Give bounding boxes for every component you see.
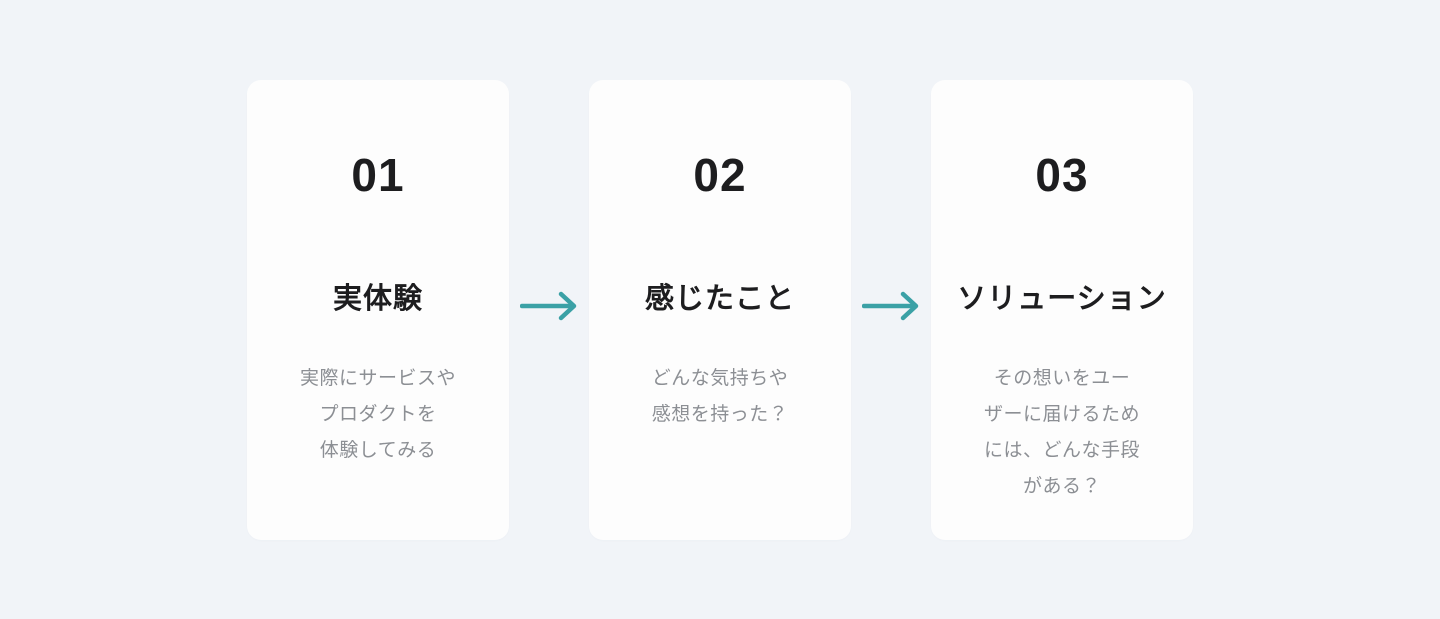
description-line: その想いをユー [993,368,1131,390]
description-line: がある？ [1022,476,1101,498]
step-number: 01 [351,148,405,201]
description-line: 感想を持った？ [651,404,789,426]
step-title: ソリューション [957,282,1167,315]
description-line: どんな気持ちや [651,368,789,390]
description-line: には、どんな手段 [983,440,1140,462]
step-title: 実体験 [332,282,423,315]
step-title: 感じたこと [644,282,795,315]
step-description: どんな気持ちや 感想を持った？ [652,361,789,433]
step-number: 03 [1035,148,1089,201]
step-flow: 01 実体験 実際にサービスや プロダクトを 体験してみる 02 感じたこと ど… [247,79,1193,540]
description-line: 体験してみる [319,440,437,462]
step-card-2: 02 感じたこと どんな気持ちや 感想を持った？ [589,79,851,540]
step-card-3: 03 ソリューション その想いをユー ザーに届けるため には、どんな手段 がある… [931,79,1193,540]
step-card-1: 01 実体験 実際にサービスや プロダクトを 体験してみる [247,79,509,540]
description-line: ザーに届けるため [983,404,1140,426]
step-description: 実際にサービスや プロダクトを 体験してみる [300,361,456,469]
arrow-right-icon [862,290,920,322]
arrow-right-icon [520,290,578,322]
description-line: プロダクトを [319,404,437,426]
step-number: 02 [693,148,747,201]
description-line: 実際にサービスや [299,368,456,390]
step-description: その想いをユー ザーに届けるため には、どんな手段 がある？ [984,361,1140,505]
